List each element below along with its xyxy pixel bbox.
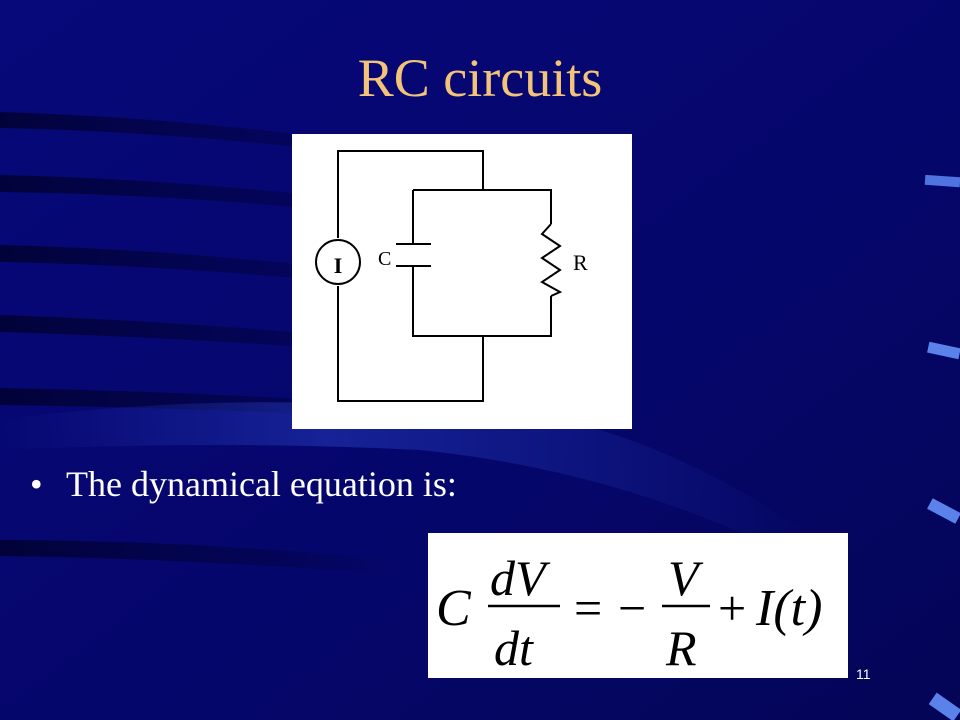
bullet-marker: •	[30, 464, 43, 504]
current-source-label: I	[334, 253, 343, 278]
edge-accent	[927, 341, 960, 360]
equation-minus: −	[618, 580, 646, 636]
equation-drawing: C dV dt = − V R + I(t)	[436, 550, 822, 676]
edge-accent	[928, 692, 960, 720]
wire-capacitor-lower	[412, 266, 552, 337]
slide-title: RC circuits	[357, 48, 603, 108]
circuit-drawing: I C R	[315, 150, 588, 402]
background-glow	[0, 402, 820, 560]
equation-dt: dt	[494, 620, 534, 676]
resistor-label: R	[573, 250, 588, 275]
resistor-zigzag	[540, 223, 563, 297]
equation-capacitance: C	[436, 580, 472, 637]
edge-accent	[927, 498, 960, 524]
equation-V: V	[668, 550, 704, 606]
background-streak	[0, 175, 430, 222]
slide-number: 11	[856, 666, 871, 682]
wire-outer-bottom	[337, 286, 484, 402]
wire-outer-left	[337, 150, 484, 238]
equation-dV: dV	[490, 550, 551, 606]
background-streak	[0, 540, 400, 575]
equation-current: I(t)	[755, 580, 822, 637]
bullet-text: The dynamical equation is:	[66, 464, 457, 504]
wire-capacitor-top	[413, 189, 552, 224]
current-source	[315, 239, 361, 285]
equation-R: R	[665, 620, 697, 676]
equation-box: C dV dt = − V R + I(t)	[428, 533, 848, 678]
equation-equals: =	[574, 580, 602, 636]
circuit-diagram: I C R	[292, 134, 632, 429]
background-streak	[0, 112, 420, 162]
edge-accent	[924, 174, 960, 188]
capacitor-label: C	[378, 248, 391, 270]
bullet-item: • The dynamical equation is:	[30, 460, 457, 508]
equation-plus: +	[718, 580, 746, 636]
